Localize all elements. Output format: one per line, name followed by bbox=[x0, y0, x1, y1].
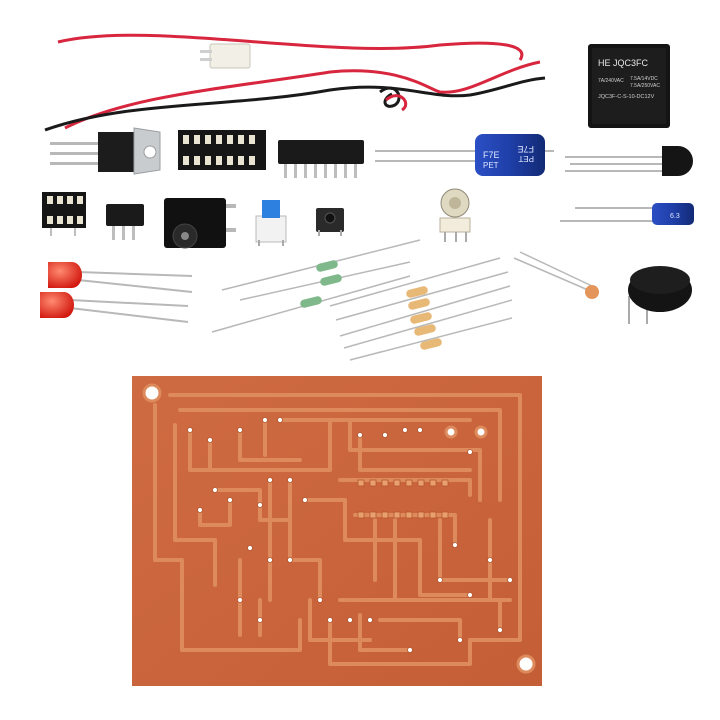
relay-rating-right-1: 7.5A/14VDC bbox=[630, 76, 658, 82]
ic-chip-8 bbox=[106, 204, 144, 240]
ic-chip-16 bbox=[278, 140, 364, 178]
jst-connector bbox=[209, 43, 251, 69]
small-cap-marking: 6.3 bbox=[670, 213, 680, 220]
pcb-board bbox=[132, 376, 542, 686]
cap-marking-4: PET bbox=[483, 161, 499, 170]
led-red-2 bbox=[40, 292, 189, 323]
relay-part-number: JQC3F-C-S-10-DC12V bbox=[598, 94, 655, 100]
voltage-regulator bbox=[50, 127, 161, 175]
resistor-bodies bbox=[300, 260, 442, 350]
dc-power-jack bbox=[164, 198, 236, 249]
cap-marking-3: F7E bbox=[483, 150, 500, 160]
tactile-button bbox=[316, 208, 344, 236]
relay-rating-left: 7A/240VAC bbox=[598, 78, 624, 84]
ic-socket-8 bbox=[42, 192, 86, 236]
buzzer bbox=[628, 266, 692, 324]
ceramic-capacitor bbox=[513, 251, 599, 299]
relay-model: HE JQC3FC bbox=[598, 58, 649, 68]
latching-push-switch bbox=[255, 200, 287, 246]
relay: HE JQC3FC 7A/240VAC 7.5A/14VDC 7.5A/250V… bbox=[588, 44, 670, 128]
cap-marking-1: F7E bbox=[517, 144, 534, 154]
resistors bbox=[211, 239, 513, 361]
led-red-1 bbox=[48, 262, 193, 293]
relay-rating-right-2: 7.5A/250VAC bbox=[630, 83, 660, 89]
power-wire-pair bbox=[44, 33, 546, 132]
electrolytic-capacitor-small: 6.3 bbox=[560, 203, 694, 225]
ic-socket-16 bbox=[178, 130, 266, 170]
transistor bbox=[565, 146, 693, 176]
cap-marking-2: PET bbox=[518, 154, 534, 163]
electrolytic-capacitor-large: F7E PET F7E PET bbox=[375, 134, 554, 176]
trim-potentiometer bbox=[439, 188, 471, 242]
